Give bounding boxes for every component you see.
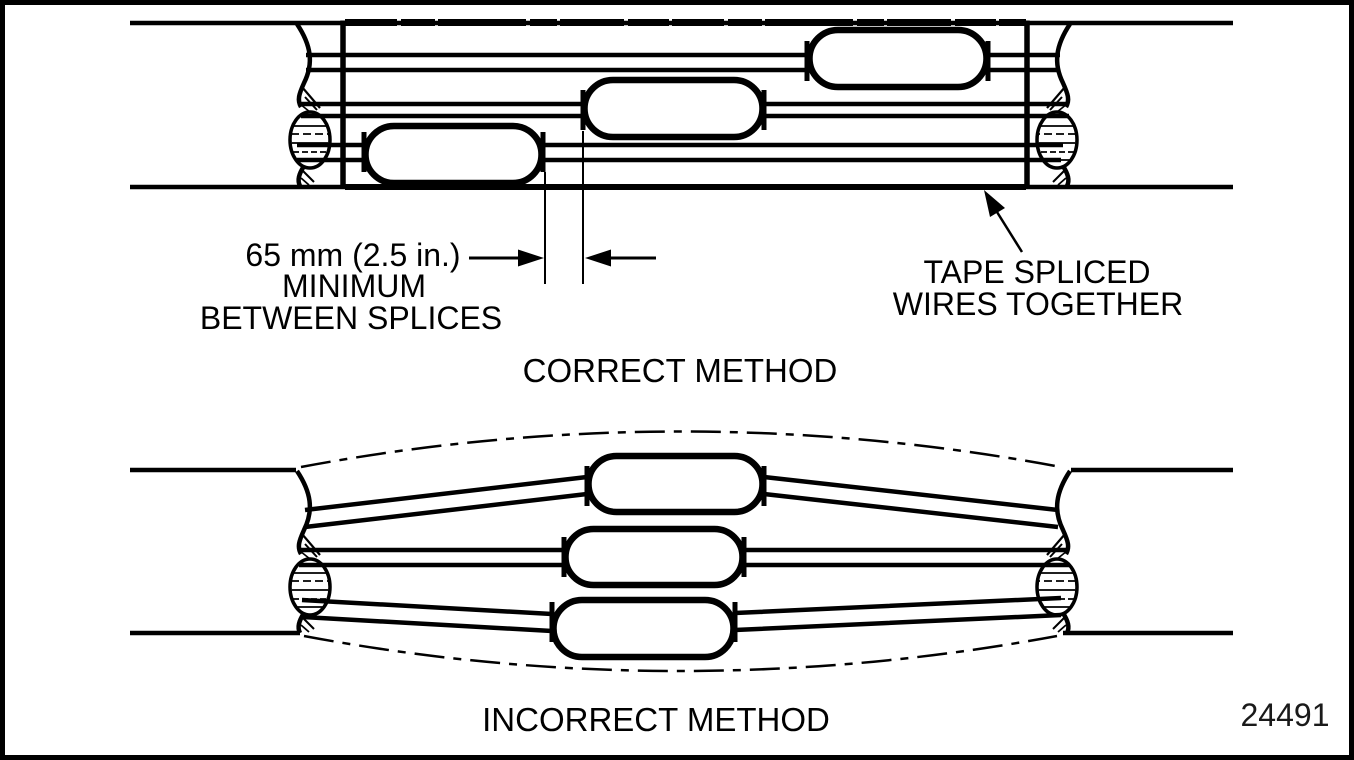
splice-top-right (806, 26, 990, 91)
bulge-outline-top (300, 430, 1062, 469)
correct-method-diagram: 65 mm (2.5 in.) MINIMUM BETWEEN SPLICES … (130, 19, 1233, 389)
wire-bottom (297, 142, 1063, 163)
splice-end-ticks (549, 466, 767, 642)
tape-callout: TAPE SPLICED WIRES TOGETHER (893, 190, 1183, 322)
dimension-arrow-left (469, 249, 544, 267)
bulge-outline (300, 430, 1062, 673)
dimension-label: 65 mm (2.5 in.) MINIMUM BETWEEN SPLICES (200, 237, 502, 336)
wires (299, 474, 1069, 634)
wire-bottom (301, 595, 1062, 634)
figure-number: 24491 (1241, 697, 1330, 733)
splice-bottom-left (362, 122, 545, 187)
dimension-label-line2: MINIMUM (282, 268, 426, 304)
callout-arrow (984, 190, 1024, 253)
correct-caption: CORRECT METHOD (523, 352, 838, 389)
wire-middle (301, 101, 1069, 119)
incorrect-caption: INCORRECT METHOD (482, 701, 830, 738)
splice-middle (581, 76, 766, 141)
dimension-arrow-right (585, 249, 656, 267)
splice-top (585, 452, 766, 516)
incorrect-method-diagram: INCORRECT METHOD (130, 430, 1233, 738)
dimension-label-line3: BETWEEN SPLICES (200, 300, 502, 336)
dimension-markers (469, 131, 656, 284)
bulge-outline-bottom (303, 634, 1058, 673)
tape-label-line1: TAPE SPLICED (923, 254, 1150, 290)
wire-top (304, 474, 1059, 530)
splice-end-ticks (361, 41, 991, 172)
wire-top (306, 52, 1060, 73)
splice-bottom (550, 596, 737, 661)
dimension-label-line1: 65 mm (2.5 in.) (245, 237, 460, 273)
tape-label-line2: WIRES TOGETHER (893, 286, 1183, 322)
wire-middle (299, 547, 1069, 568)
cable-lines (130, 467, 1233, 636)
wires (297, 52, 1069, 163)
splice-middle (562, 525, 746, 589)
